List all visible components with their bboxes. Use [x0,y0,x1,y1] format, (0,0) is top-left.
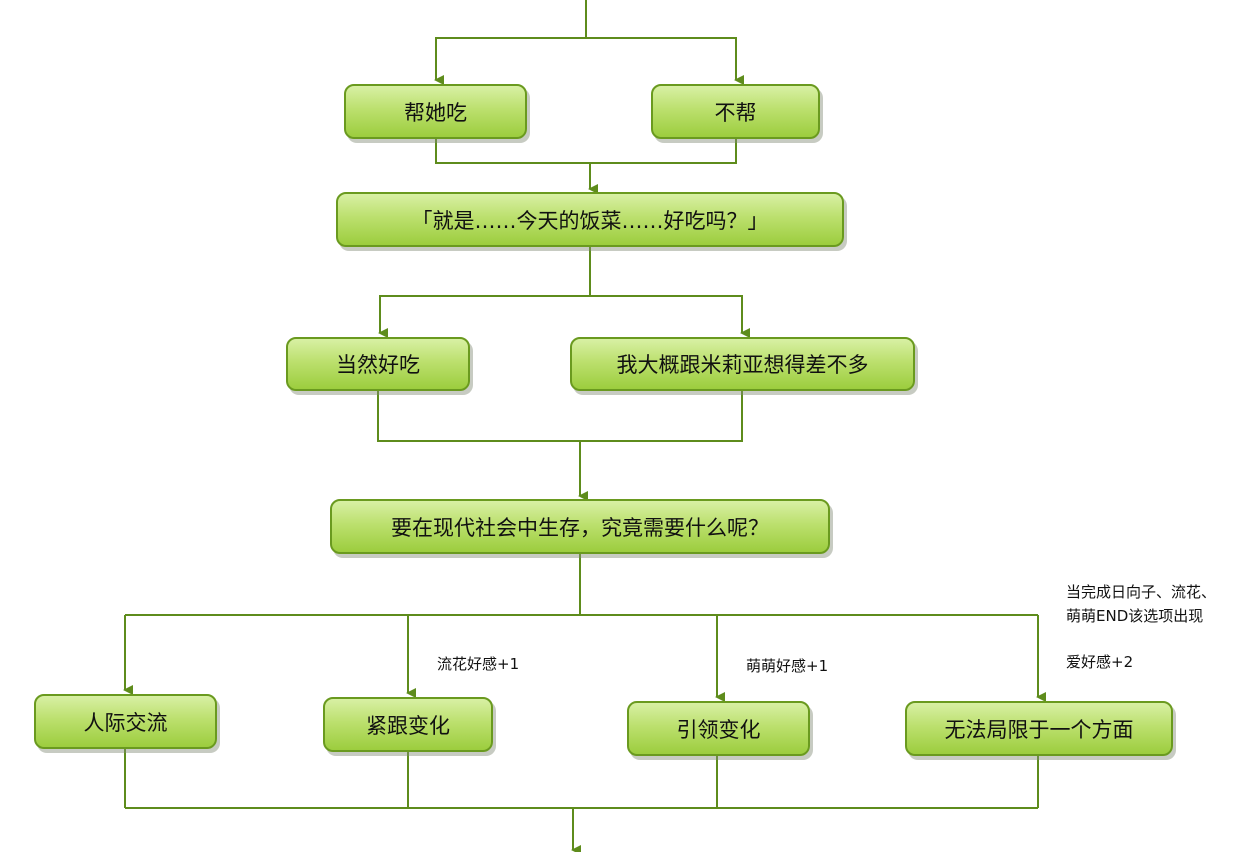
note-ai-affection: 爱好感+2 [1066,653,1134,671]
connector-to-nohelp [586,37,744,85]
choice-interpersonal[interactable]: 人际交流 [34,694,217,749]
connector-tasty-merge [377,391,743,442]
choice-not-limited[interactable]: 无法局限于一个方面 [905,701,1173,756]
connector-to-tasty [378,295,590,338]
connector-to-help [434,37,586,85]
note-liuhua-affection: 流花好感+1 [437,655,520,673]
dialogue-question-survive: 要在现代社会中生存，究竟需要什么呢？ [330,499,830,554]
note-mengmeng-affection: 萌萌好感+1 [746,657,829,675]
choice-no-help[interactable]: 不帮 [651,84,820,139]
connector-help-merge [435,139,737,164]
choice-follow-change[interactable]: 紧跟变化 [323,697,493,752]
choice-help-eat[interactable]: 帮她吃 [344,84,527,139]
choice-same-as-milia[interactable]: 我大概跟米莉亚想得差不多 [570,337,915,391]
dialogue-question-food: 「就是……今天的饭菜……好吃吗？」 [336,192,844,247]
note-condition-line1: 当完成日向子、流花、 [1066,583,1217,601]
choice-lead-change[interactable]: 引领变化 [627,701,810,756]
note-condition-line2: 萌萌END该选项出现 [1066,607,1204,625]
connector-to-milia [590,295,750,338]
choice-of-course-tasty[interactable]: 当然好吃 [286,337,470,391]
